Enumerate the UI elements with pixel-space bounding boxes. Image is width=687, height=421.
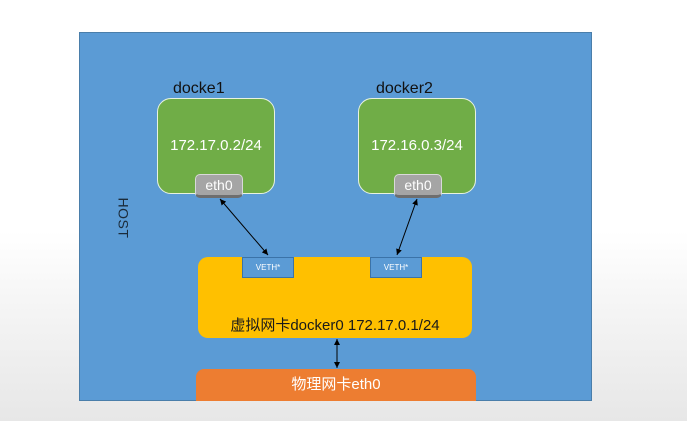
container-2-eth0: eth0 [394,174,442,198]
container-2-title: docker2 [376,80,433,97]
container-1-title: docke1 [173,80,225,97]
host-box [79,32,592,401]
container-1-ip: 172.17.0.2/24 [170,137,262,154]
container-2-ip: 172.16.0.3/24 [371,137,463,154]
host-label: HOST [115,197,132,239]
docker0-bridge-label: 虚拟网卡docker0 172.17.0.1/24 [230,317,440,334]
docker0-bridge: VETH* VETH* 虚拟网卡docker0 172.17.0.1/24 [198,257,472,338]
container-1-eth0: eth0 [195,174,243,198]
physical-nic-eth0: 物理网卡eth0 [196,369,476,401]
veth-2: VETH* [370,257,422,278]
veth-1: VETH* [242,257,294,278]
